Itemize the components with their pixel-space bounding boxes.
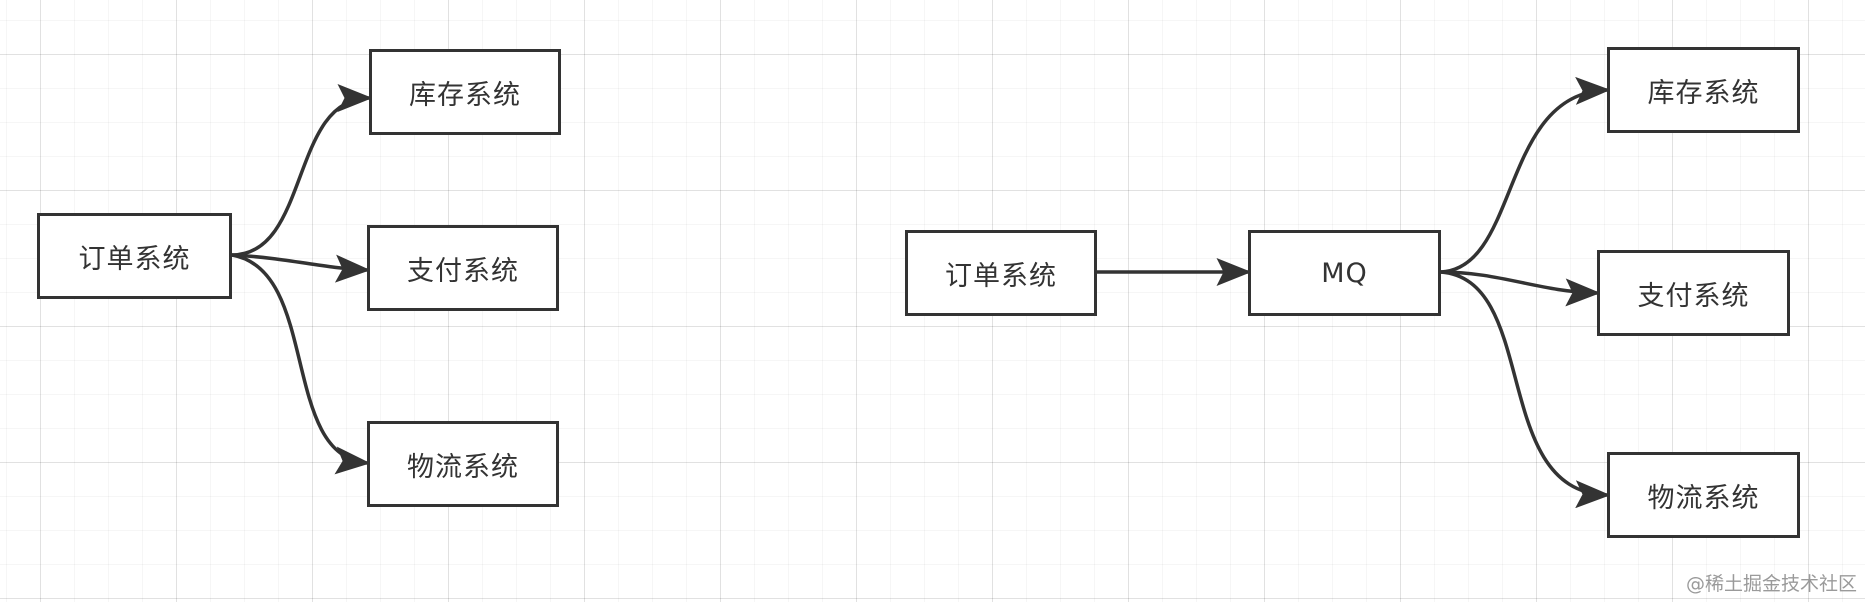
edge-order-to-logistics-left bbox=[231, 253, 371, 475]
edge-order-to-payment-left bbox=[231, 253, 371, 283]
node-logistics-system-right: 物流系统 bbox=[1607, 452, 1800, 538]
node-payment-system-right: 支付系统 bbox=[1597, 250, 1790, 336]
node-order-system-left: 订单系统 bbox=[37, 213, 232, 299]
edge-mq-to-payment-right bbox=[1440, 270, 1601, 307]
node-mq: MQ bbox=[1248, 230, 1441, 316]
edge-order-to-inventory-left bbox=[231, 84, 373, 257]
node-inventory-system-left: 库存系统 bbox=[369, 49, 561, 135]
node-logistics-system-left: 物流系统 bbox=[367, 421, 559, 507]
watermark: @稀土掘金技术社区 bbox=[1685, 573, 1857, 595]
node-order-system-right: 订单系统 bbox=[905, 230, 1097, 316]
node-inventory-system-right: 库存系统 bbox=[1607, 47, 1800, 133]
edge-mq-to-logistics-right bbox=[1440, 270, 1611, 509]
edge-mq-to-inventory-right bbox=[1440, 76, 1611, 274]
node-payment-system-left: 支付系统 bbox=[367, 225, 559, 311]
